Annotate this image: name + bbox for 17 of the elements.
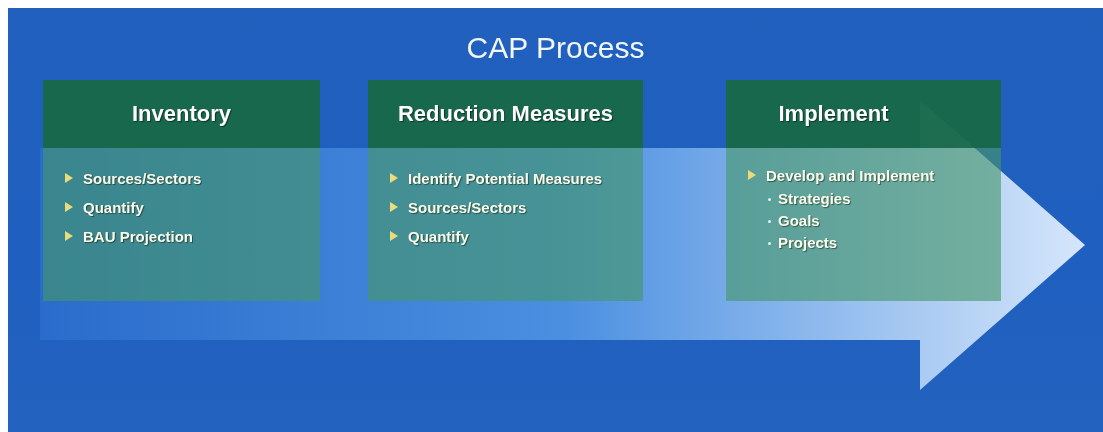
bullet-item: BAU Projection [65,222,320,251]
process-box [368,80,643,301]
bullet-item: Develop and Implement [748,164,1001,188]
bullet-item: Projects [748,232,1001,254]
process-box [43,80,320,301]
box-heading: Inventory [43,80,320,148]
bullet-item: Quantify [390,222,643,251]
bullet-item: Quantify [65,193,320,222]
bullet-item: Sources/Sectors [390,193,643,222]
bullet-item: Identify Potential Measures [390,164,643,193]
diagram-title: CAP Process [465,30,646,66]
bullet-item: Sources/Sectors [65,164,320,193]
box-heading: Reduction Measures [368,80,643,148]
process-box [726,80,1001,301]
box-heading: Implement [726,80,1001,148]
bullet-item: Strategies [748,188,1001,210]
bullet-item: Goals [748,210,1001,232]
